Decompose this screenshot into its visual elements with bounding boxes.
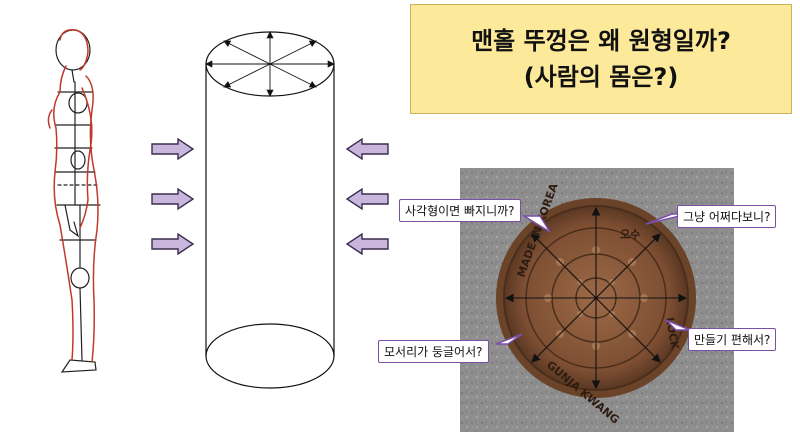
- arrow-right-icon: [151, 187, 195, 211]
- cylinder-bottom-ellipse: [205, 323, 335, 389]
- arrow-left-icon: [345, 232, 389, 256]
- human-figure-sketch: [47, 28, 101, 373]
- title-line-2: (사람의 몸은?): [523, 63, 679, 91]
- manhole-ring-text-top: 오수: [620, 228, 640, 241]
- callout-top-right: 그냥 어쩌다보니?: [677, 205, 777, 228]
- pressure-arrows: [151, 137, 389, 256]
- title-line-1: 맨홀 뚜껑은 왜 원형일까?: [471, 27, 731, 55]
- arrow-left-icon: [345, 187, 389, 211]
- callout-top-left: 사각형이면 빠지니까?: [399, 199, 521, 222]
- callout-bottom-left: 모서리가 둥글어서?: [378, 340, 489, 363]
- manhole-photo: MADE IN KOREA 오수 GUNJA KWANG LOCK: [460, 168, 734, 432]
- manhole-diameter-arrows: [504, 206, 688, 390]
- callout-bottom-right: 만들기 편해서?: [688, 328, 777, 351]
- arrow-right-icon: [151, 232, 195, 256]
- cylinder-diagram: [205, 31, 335, 389]
- cylinder-top-radial-arrows: [205, 31, 335, 97]
- arrow-left-icon: [345, 137, 389, 161]
- arrow-right-icon: [151, 137, 195, 161]
- title-box: 맨홀 뚜껑은 왜 원형일까? (사람의 몸은?): [410, 4, 792, 114]
